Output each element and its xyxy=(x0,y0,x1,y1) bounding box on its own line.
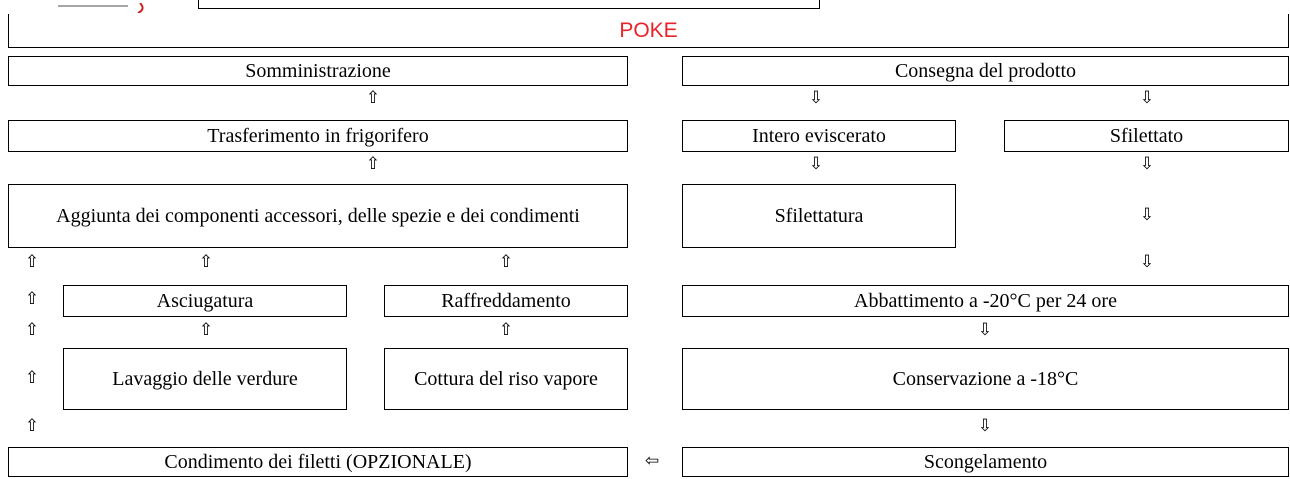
arrow-down-icon: ⇩ xyxy=(977,416,993,436)
arrow-up-icon: ⇧ xyxy=(498,320,514,340)
arrow-down-icon: ⇩ xyxy=(1139,252,1155,272)
arrow-down-icon: ⇩ xyxy=(808,88,824,108)
step-raffreddamento: Raffreddamento xyxy=(384,285,628,317)
step-aggiunta: Aggiunta dei componenti accessori, delle… xyxy=(8,184,628,248)
arrow-up-icon: ⇧ xyxy=(24,252,40,272)
step-sfilettatura: Sfilettatura xyxy=(682,184,956,248)
arrow-up-icon: ⇧ xyxy=(198,320,214,340)
arrow-up-icon: ⇧ xyxy=(24,368,40,388)
arrow-down-icon: ⇩ xyxy=(1139,88,1155,108)
arrow-down-icon: ⇩ xyxy=(1139,205,1155,225)
arrow-left-icon: ⇦ xyxy=(644,451,660,471)
step-cottura: Cottura del riso vapore xyxy=(384,348,628,410)
arrow-up-icon: ⇧ xyxy=(24,416,40,436)
arrow-up-icon: ⇧ xyxy=(365,154,381,174)
arrow-up-icon: ⇧ xyxy=(498,252,514,272)
header-bar xyxy=(198,0,820,9)
arrow-down-icon: ⇩ xyxy=(977,320,993,340)
step-abbattimento: Abbattimento a -20°C per 24 ore xyxy=(682,285,1289,317)
step-consegna: Consegna del prodotto xyxy=(682,56,1289,86)
step-sfilettato: Sfilettato xyxy=(1004,120,1289,152)
arrow-down-icon: ⇩ xyxy=(808,154,824,174)
step-lavaggio: Lavaggio delle verdure xyxy=(63,348,347,410)
step-conservazione: Conservazione a -18°C xyxy=(682,348,1289,410)
step-intero: Intero eviscerato xyxy=(682,120,956,152)
step-scongelamento: Scongelamento xyxy=(682,447,1289,477)
arrow-down-icon: ⇩ xyxy=(1139,154,1155,174)
step-condimento: Condimento dei filetti (OPZIONALE) xyxy=(8,447,628,477)
arrow-up-icon: ⇧ xyxy=(24,289,40,309)
arrow-up-icon: ⇧ xyxy=(198,252,214,272)
arrow-up-icon: ⇧ xyxy=(365,88,381,108)
logo xyxy=(58,0,158,14)
step-somministrazione: Somministrazione xyxy=(8,56,628,86)
step-trasferimento: Trasferimento in frigorifero xyxy=(8,120,628,152)
step-asciugatura: Asciugatura xyxy=(63,285,347,317)
arrow-up-icon: ⇧ xyxy=(24,320,40,340)
page-title: POKE xyxy=(8,14,1289,48)
